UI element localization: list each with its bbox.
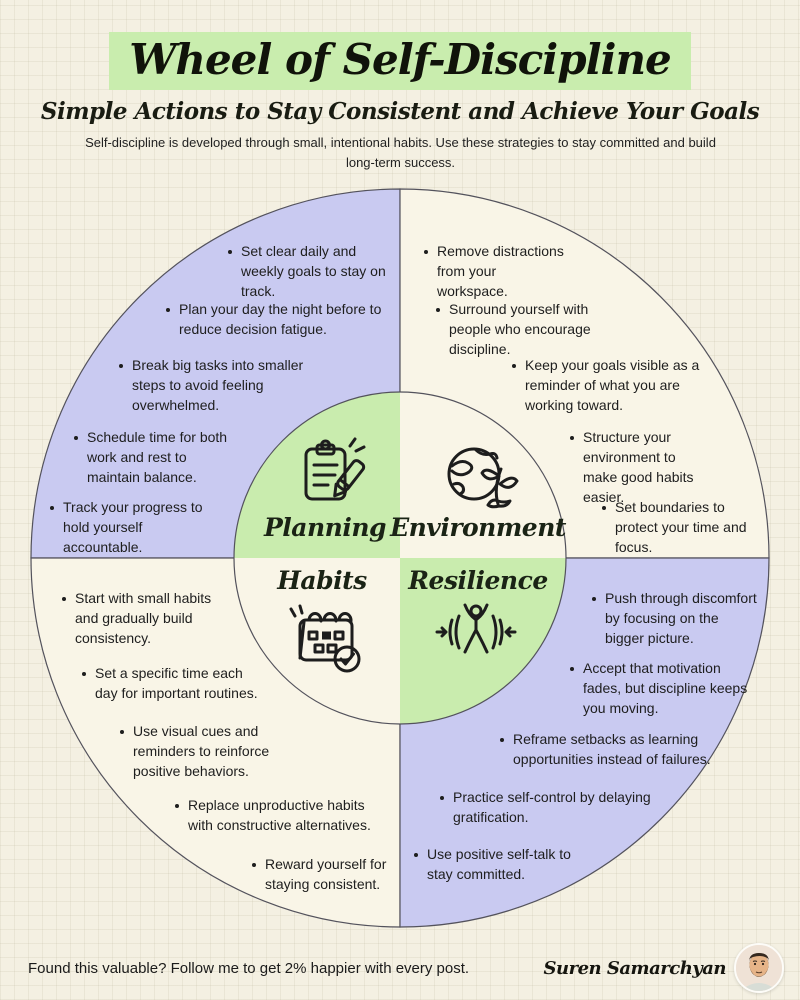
bullet-dot: [119, 364, 123, 368]
tip-item-resilience-1: Push through discomfort by focusing on t…: [592, 589, 760, 649]
author-block: Suren Samarchyan: [543, 943, 784, 993]
bullet-dot: [570, 667, 574, 671]
page-subtitle: Simple Actions to Stay Consistent and Ac…: [40, 98, 760, 126]
bullet-dot: [570, 436, 574, 440]
quadrant-label-planning: Planning: [263, 513, 387, 542]
tip-item-habits-1: Start with small habits and gradually bu…: [62, 589, 214, 649]
figure-under-pressure-icon: [435, 603, 517, 654]
calendar-check-icon: [289, 604, 361, 673]
tip-item-environment-3: Keep your goals visible as a reminder of…: [512, 356, 700, 416]
bullet-dot: [50, 506, 54, 510]
tip-item-environment-4: Structure your environment to make good …: [570, 428, 708, 508]
title-highlight: Wheel of Self-Discipline: [109, 32, 691, 91]
tip-text: Track your progress to hold yourself acc…: [63, 499, 203, 555]
tip-text: Use visual cues and reminders to reinfor…: [133, 723, 270, 779]
tip-item-environment-2: Surround yourself with people who encour…: [436, 300, 634, 360]
bullet-dot: [175, 804, 179, 808]
quadrant-label-resilience: Resilience: [408, 566, 548, 595]
tip-item-planning-5: Track your progress to hold yourself acc…: [50, 498, 225, 558]
tip-item-habits-2: Set a specific time each day for importa…: [82, 664, 258, 704]
bullet-dot: [414, 853, 418, 857]
tip-item-environment-1: Remove distractions from your workspace.: [424, 242, 564, 302]
tip-text: Replace unproductive habits with constru…: [188, 797, 371, 833]
tip-text: Keep your goals visible as a reminder of…: [525, 357, 700, 413]
bullet-dot: [74, 436, 78, 440]
tip-item-planning-4: Schedule time for both work and rest to …: [74, 428, 242, 488]
tip-text: Schedule time for both work and rest to …: [87, 429, 228, 485]
page-title: Wheel of Self-Discipline: [129, 35, 672, 84]
tip-item-resilience-4: Practice self-control by delaying gratif…: [440, 788, 655, 828]
tip-text: Plan your day the night before to reduce…: [179, 301, 382, 337]
author-avatar: [734, 943, 784, 993]
tip-text: Use positive self-talk to stay committed…: [427, 846, 571, 882]
tip-item-habits-5: Reward yourself for staying consistent.: [252, 855, 387, 895]
tip-item-habits-3: Use visual cues and reminders to reinfor…: [120, 722, 320, 782]
quadrant-label-environment: Environment: [390, 513, 566, 542]
page-description: Self-discipline is developed through sma…: [85, 135, 716, 170]
tip-text: Reframe setbacks as learning opportuniti…: [513, 731, 711, 767]
bullet-dot: [120, 730, 124, 734]
bullet-dot: [424, 250, 428, 254]
tip-item-resilience-3: Reframe setbacks as learning opportuniti…: [500, 730, 722, 770]
tip-text: Set boundaries to protect your time and …: [615, 499, 747, 555]
bullet-dot: [440, 796, 444, 800]
tip-text: Set a specific time each day for importa…: [95, 665, 258, 701]
footer: Found this valuable? Follow me to get 2%…: [0, 938, 800, 998]
bullet-dot: [228, 250, 232, 254]
tip-item-environment-5: Set boundaries to protect your time and …: [602, 498, 770, 558]
tip-item-habits-4: Replace unproductive habits with constru…: [175, 796, 377, 836]
header: Wheel of Self-Discipline Simple Actions …: [0, 0, 800, 125]
bullet-dot: [436, 308, 440, 312]
tip-item-resilience-5: Use positive self-talk to stay committed…: [414, 845, 574, 885]
tip-text: Structure your environment to make good …: [583, 429, 694, 505]
tip-text: Accept that motivation fades, but discip…: [583, 660, 748, 716]
tip-text: Push through discomfort by focusing on t…: [605, 590, 757, 646]
bullet-dot: [252, 863, 256, 867]
tip-item-planning-1: Set clear daily and weekly goals to stay…: [228, 242, 398, 302]
bullet-dot: [166, 308, 170, 312]
tip-text: Set clear daily and weekly goals to stay…: [241, 243, 386, 299]
tip-text: Break big tasks into smaller steps to av…: [132, 357, 304, 413]
hub-outline: [233, 391, 567, 725]
bullet-dot: [62, 597, 66, 601]
tip-item-planning-2: Plan your day the night before to reduce…: [166, 300, 384, 340]
tip-text: Remove distractions from your workspace.: [437, 243, 564, 299]
author-name: Suren Samarchyan: [543, 957, 727, 979]
bullet-dot: [602, 506, 606, 510]
bullet-dot: [512, 364, 516, 368]
avatar-illustration: [736, 945, 782, 991]
footer-cta: Found this valuable? Follow me to get 2%…: [28, 959, 470, 977]
globe-plant-icon: [447, 447, 519, 509]
tip-item-resilience-2: Accept that motivation fades, but discip…: [570, 659, 748, 719]
hub-habits: [234, 558, 400, 724]
bullet-dot: [82, 672, 86, 676]
tip-text: Surround yourself with people who encour…: [449, 301, 591, 357]
tip-text: Reward yourself for staying consistent.: [265, 856, 387, 892]
tip-text: Practice self-control by delaying gratif…: [453, 789, 651, 825]
bullet-dot: [500, 738, 504, 742]
bullet-dot: [592, 597, 596, 601]
quadrant-label-habits: Habits: [277, 566, 367, 595]
clipboard-pencil-icon: [304, 437, 366, 501]
tip-item-planning-3: Break big tasks into smaller steps to av…: [119, 356, 304, 416]
tip-text: Start with small habits and gradually bu…: [75, 590, 212, 646]
